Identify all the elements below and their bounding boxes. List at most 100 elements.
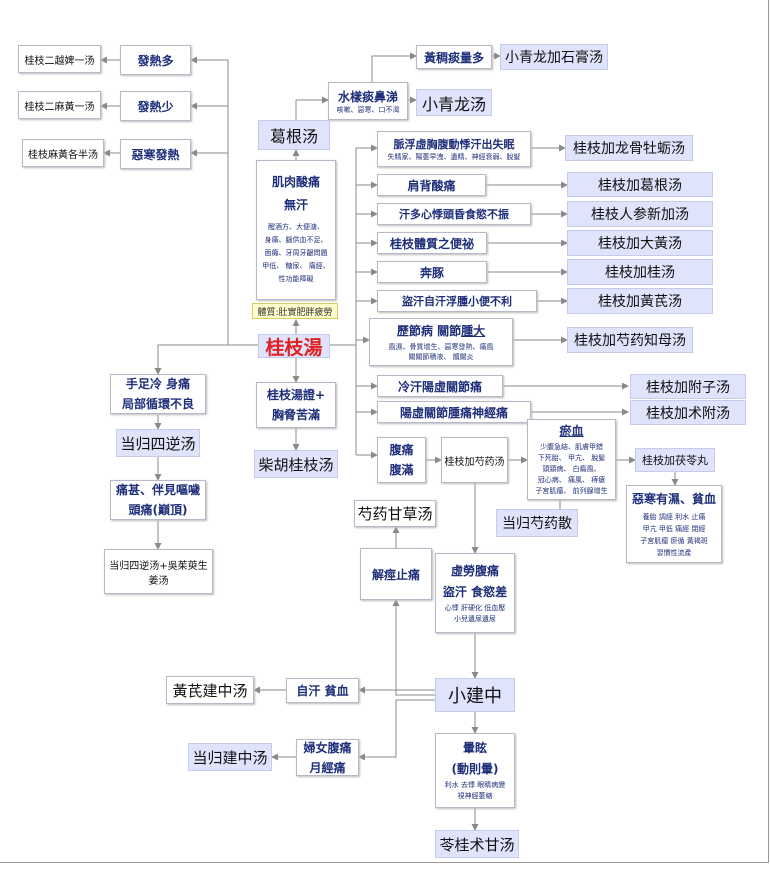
- node-label: 桂枝加大黃汤: [598, 236, 682, 252]
- node-label: 自汗 貧血: [296, 684, 349, 698]
- node-ren-shen-xin-jia: 桂枝人参新加汤: [567, 201, 713, 227]
- node-label: 苓桂术甘汤: [439, 835, 515, 854]
- node-guizhi-er-ma-huang-yi: 桂枝二麻黃一汤: [18, 91, 101, 119]
- node-label: 暈眩: [462, 741, 487, 755]
- node-label: 当归芍药散: [502, 516, 572, 532]
- node-label: 陽虛關節腫痛神經痛: [399, 405, 508, 420]
- node-label-2: 胸脅苦滿: [271, 408, 320, 422]
- node-detail: 醒酒方、大便溏、 身痛、腦供血不足、 面癱、牙周牙齦問題 甲低、 糖尿、 痛經、…: [262, 223, 330, 283]
- node-ling-gui-zhu-gan: 苓桂术甘汤: [435, 830, 519, 858]
- node-label: 汗多心悸頭昏食慾不振: [399, 208, 509, 221]
- node-han-duo-xin-ji: 汗多心悸頭昏食慾不振: [377, 203, 531, 225]
- node-label-underlined: 腫大: [461, 324, 486, 338]
- node-xiao-qing-long: 小青龙汤: [416, 89, 492, 116]
- node-detail: 利水 去悸 眼睛病變 視神經萎縮: [444, 781, 506, 800]
- node-xiao-qing-long-jia-shi-gao: 小青龙加石膏汤: [500, 44, 608, 70]
- node-label: 当归建中汤: [192, 748, 268, 767]
- node-shao-yao-zhi-mu: 桂枝加芍药知母汤: [567, 327, 693, 353]
- node-label: 歷節病 關節: [396, 324, 462, 338]
- node-detail: 養胎 調經 利水 止痛 甲亢 甲低 痛經 閉經 子宮肌瘤 瘀循 黃褐斑 習慣性流…: [640, 512, 708, 557]
- node-label: 桂枝湯證+: [266, 388, 326, 402]
- node-label: 当归四逆汤: [120, 434, 196, 453]
- node-xu-lao-fu-tong: 虛勞腹痛 盜汗 食慾差 心悸 肝硬化 低血壓 小兒遺尿遺尿: [435, 553, 515, 633]
- node-label: 桂枝加黃芪汤: [598, 294, 682, 310]
- node-ji-rou-suan-tong: 肌肉酸痛 無汗 醒酒方、大便溏、 身痛、腦供血不足、 面癱、牙周牙齦問題 甲低、…: [256, 160, 336, 300]
- node-gui-zhi-tang: 桂枝湯: [258, 334, 330, 359]
- node-detail: 風濕、骨質增生、惡寒發熱、痛風 關關節積液、 髖關炎: [388, 343, 494, 361]
- node-detail: 心悸 肝硬化 低血壓 小兒遺尿遺尿: [444, 603, 506, 623]
- node-label: 桂枝湯: [265, 336, 323, 359]
- node-label: 痛甚、伴見嘔噦: [115, 483, 200, 497]
- node-li-jie-bing: 歷節病 關節腫大 風濕、骨質增生、惡寒發熱、痛風 關關節積液、 髖關炎: [369, 318, 513, 366]
- node-jia-da-huang: 桂枝加大黃汤: [567, 230, 713, 256]
- node-jia-gui: 桂枝加桂汤: [567, 259, 713, 285]
- node-label: 桂枝加附子汤: [646, 379, 730, 396]
- node-chai-hu-gui-zhi: 柴胡桂枝汤: [254, 450, 338, 478]
- node-fu-tong: 腹痛 腹滿: [377, 437, 426, 483]
- node-label: 虛勞腹痛: [450, 563, 499, 578]
- node-label: 小青龙加石膏汤: [505, 50, 603, 66]
- node-label: 水樣痰鼻涕: [337, 89, 398, 104]
- node-label: 手足冷 身痛: [125, 377, 191, 391]
- node-jia-fu-ling-wan: 桂枝加茯苓丸: [635, 448, 715, 472]
- node-ti-zhi: 體質:肚實肥胖疲勞: [252, 303, 338, 319]
- node-label: 芍药甘草汤: [357, 505, 433, 523]
- node-ti-zhi-bian-mi: 桂枝體質之便祕: [377, 232, 487, 254]
- node-label-2: 無汗: [283, 198, 308, 212]
- node-label: 小建中: [448, 686, 502, 707]
- node-label: 奔豚: [419, 265, 444, 280]
- node-label: 桂枝二越婢一汤: [24, 55, 95, 67]
- node-dang-gui-shao-yao-san: 当归芍药散: [496, 509, 578, 537]
- node-label: 黃稠痰量多: [423, 50, 484, 65]
- node-detail: 少腹急結、肌膚甲錯 下死胎、 甲亢、 脫髮 頭頸病、 白癜風、 冠心病、 痛風、…: [535, 443, 608, 495]
- node-shao-yao-gan-cao: 芍药甘草汤: [354, 500, 436, 527]
- node-label: 脈浮虛胸腹動悸汗出失眠: [393, 138, 515, 151]
- node-label: 惡寒發熱: [131, 147, 180, 162]
- node-label-2: 盜汗 食慾差: [442, 584, 508, 599]
- node-label: 桂枝體質之便祕: [389, 236, 474, 251]
- node-xiao-jian-zhong: 小建中: [435, 678, 515, 712]
- node-label: 桂枝二麻黃一汤: [24, 101, 95, 113]
- node-fa-re-duo: 發熱多: [120, 45, 191, 75]
- node-dang-gui-jian-zhong: 当归建中汤: [188, 743, 272, 771]
- node-label-2: 局部循環不良: [121, 397, 194, 411]
- node-label: 桂枝加芍药汤: [444, 456, 505, 468]
- node-label: 肩背酸痛: [407, 178, 456, 193]
- node-label: 桂枝人参新加汤: [591, 207, 689, 223]
- node-fa-re-shao: 發熱少: [120, 91, 191, 121]
- node-label-2: 頭痛(巔頂): [128, 503, 188, 517]
- node-detail: 咳嗽、惡寒、口不渴: [336, 105, 400, 114]
- node-leng-han-yang-xu: 冷汗陽虛關節痛: [377, 375, 503, 397]
- node-label: 黃芪建中汤: [172, 681, 248, 700]
- node-label: 惡寒有濕、貧血: [631, 491, 716, 506]
- node-jia-zhu-fu: 桂枝加术附汤: [630, 400, 746, 425]
- node-label: 桂枝加桂汤: [605, 265, 675, 281]
- node-ge-gen: 葛根汤: [258, 120, 330, 150]
- node-label-2: (動則暈): [451, 762, 499, 776]
- node-jia-fu-zi: 桂枝加附子汤: [630, 374, 746, 399]
- node-label-2: 月經痛: [309, 760, 346, 775]
- node-dao-han-zi-han: 盜汗自汗浮腫小便不利: [377, 290, 537, 312]
- node-ben-tun: 奔豚: [377, 261, 487, 283]
- node-label: 肌肉酸痛: [271, 175, 320, 189]
- node-yu-xue: 瘀血 少腹急結、肌膚甲錯 下死胎、 甲亢、 脫髮 頭頸病、 白癜風、 冠心病、 …: [527, 419, 616, 500]
- node-label: 当归四逆汤+吳茱萸生姜汤: [109, 560, 208, 587]
- node-label: 葛根汤: [269, 127, 318, 146]
- node-label-2: 腹滿: [389, 463, 414, 477]
- node-label: 解痙止痛: [371, 567, 420, 582]
- node-yang-xu-guan-jie: 陽虛關節腫痛神經痛: [377, 401, 531, 423]
- node-shui-yang-tan: 水樣痰鼻涕 咳嗽、惡寒、口不渴: [328, 82, 408, 120]
- node-gui-zhi-tang-zheng: 桂枝湯證+ 胸脅苦滿: [256, 382, 336, 428]
- node-guizhi-er-yue-bi-yi: 桂枝二越婢一汤: [18, 45, 101, 73]
- node-label: 婦女腹痛: [303, 740, 352, 755]
- node-label: 盜汗自汗浮腫小便不利: [402, 295, 512, 308]
- node-label: 桂枝加葛根汤: [598, 177, 682, 194]
- node-label: 發熱多: [137, 53, 174, 68]
- node-jian-bei: 肩背酸痛: [377, 174, 486, 196]
- node-label: 體質:肚實肥胖疲勞: [257, 307, 333, 318]
- node-label: 柴胡桂枝汤: [258, 455, 334, 474]
- node-label: 桂枝麻黃各半汤: [28, 149, 98, 161]
- node-jia-ge-gen: 桂枝加葛根汤: [567, 172, 713, 197]
